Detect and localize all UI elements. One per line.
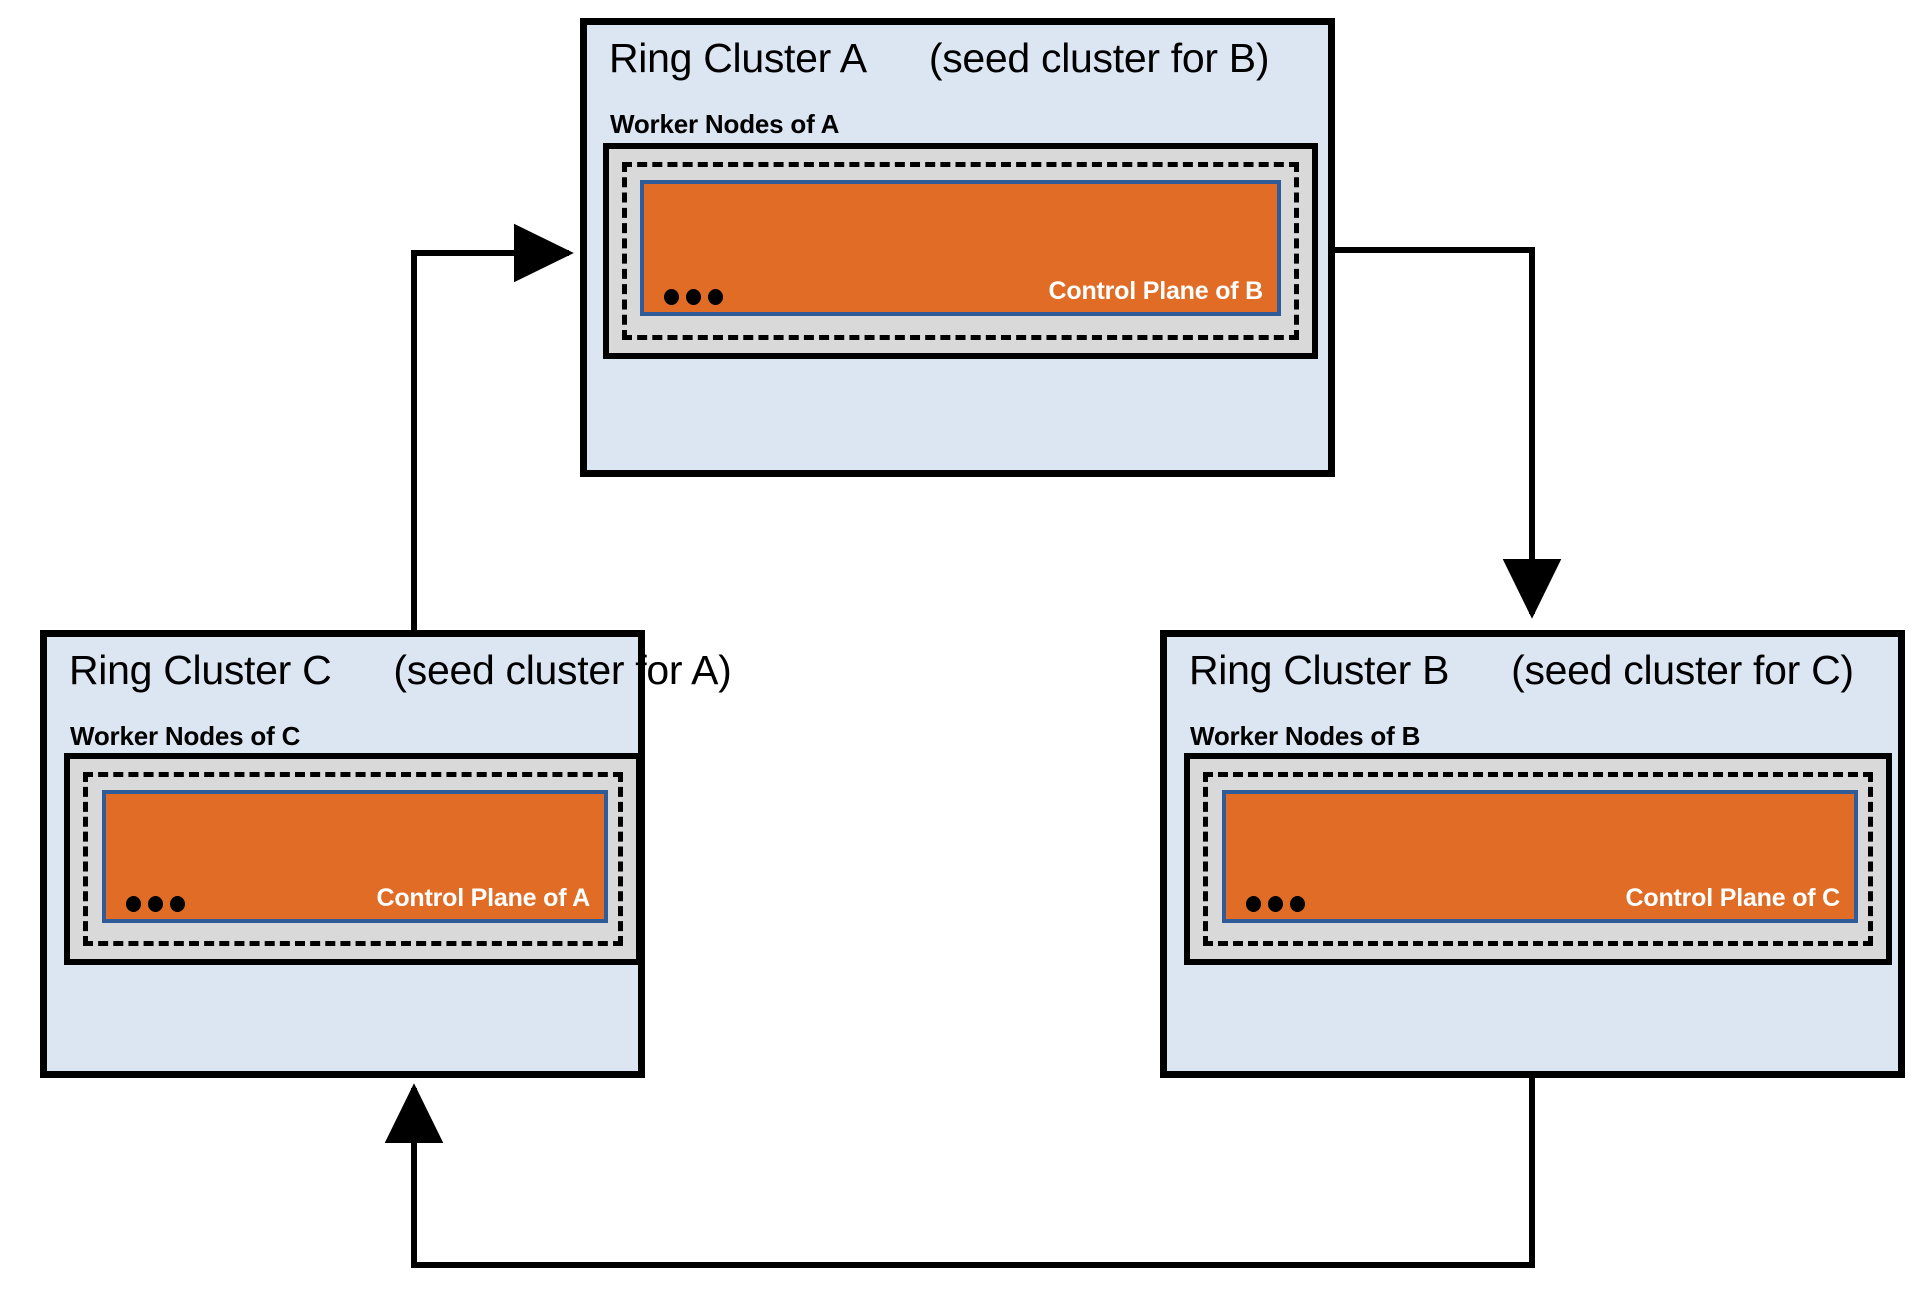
worker-nodes-label-a: Worker Nodes of A	[610, 109, 840, 139]
cluster-box-c[interactable]: Ring Cluster C (seed cluster for A) Worke…	[40, 630, 732, 1078]
cluster-box-b[interactable]: Ring Cluster B (seed cluster for C) Worke…	[1160, 630, 1905, 1078]
cluster-title-text-b: Ring Cluster B	[1189, 647, 1450, 693]
ellipsis-icon-b	[1246, 896, 1305, 912]
cluster-title-b: Ring Cluster B (seed cluster for C)	[1189, 647, 1854, 694]
ellipsis-icon-a	[664, 289, 723, 305]
cluster-box-a[interactable]: Ring Cluster A (seed cluster for B) Worke…	[580, 18, 1335, 477]
cluster-seed-note-c: (seed cluster for A)	[393, 647, 732, 693]
ellipsis-icon-c	[126, 896, 185, 912]
cluster-seed-note-a: (seed cluster for B)	[928, 35, 1270, 81]
worker-nodes-label-b: Worker Nodes of B	[1190, 721, 1421, 751]
cluster-title-a: Ring Cluster A (seed cluster for B)	[609, 35, 1270, 82]
control-plane-label-b: Control Plane of C	[1625, 884, 1841, 912]
cluster-title-c: Ring Cluster C (seed cluster for A)	[69, 647, 732, 694]
control-plane-label-a: Control Plane of B	[1048, 277, 1264, 305]
control-plane-box-a[interactable]: Control Plane of B	[640, 180, 1281, 316]
control-plane-box-c[interactable]: Control Plane of A	[102, 790, 608, 923]
arrow-b-to-c	[384, 1078, 1535, 1268]
worker-nodes-box-b[interactable]: Control Plane of C	[1184, 753, 1892, 965]
control-plane-box-b[interactable]: Control Plane of C	[1222, 790, 1858, 923]
arrow-a-to-b	[1335, 247, 1562, 619]
cluster-seed-note-b: (seed cluster for C)	[1511, 647, 1854, 693]
cluster-title-text-a: Ring Cluster A	[609, 35, 867, 81]
cluster-title-text-c: Ring Cluster C	[69, 647, 332, 693]
worker-nodes-box-a[interactable]: Control Plane of B	[603, 143, 1318, 359]
worker-nodes-label-c: Worker Nodes of C	[70, 721, 301, 751]
worker-nodes-box-c[interactable]: Control Plane of A	[64, 753, 642, 965]
arrow-c-to-a	[411, 223, 574, 630]
control-plane-label-c: Control Plane of A	[376, 884, 590, 912]
